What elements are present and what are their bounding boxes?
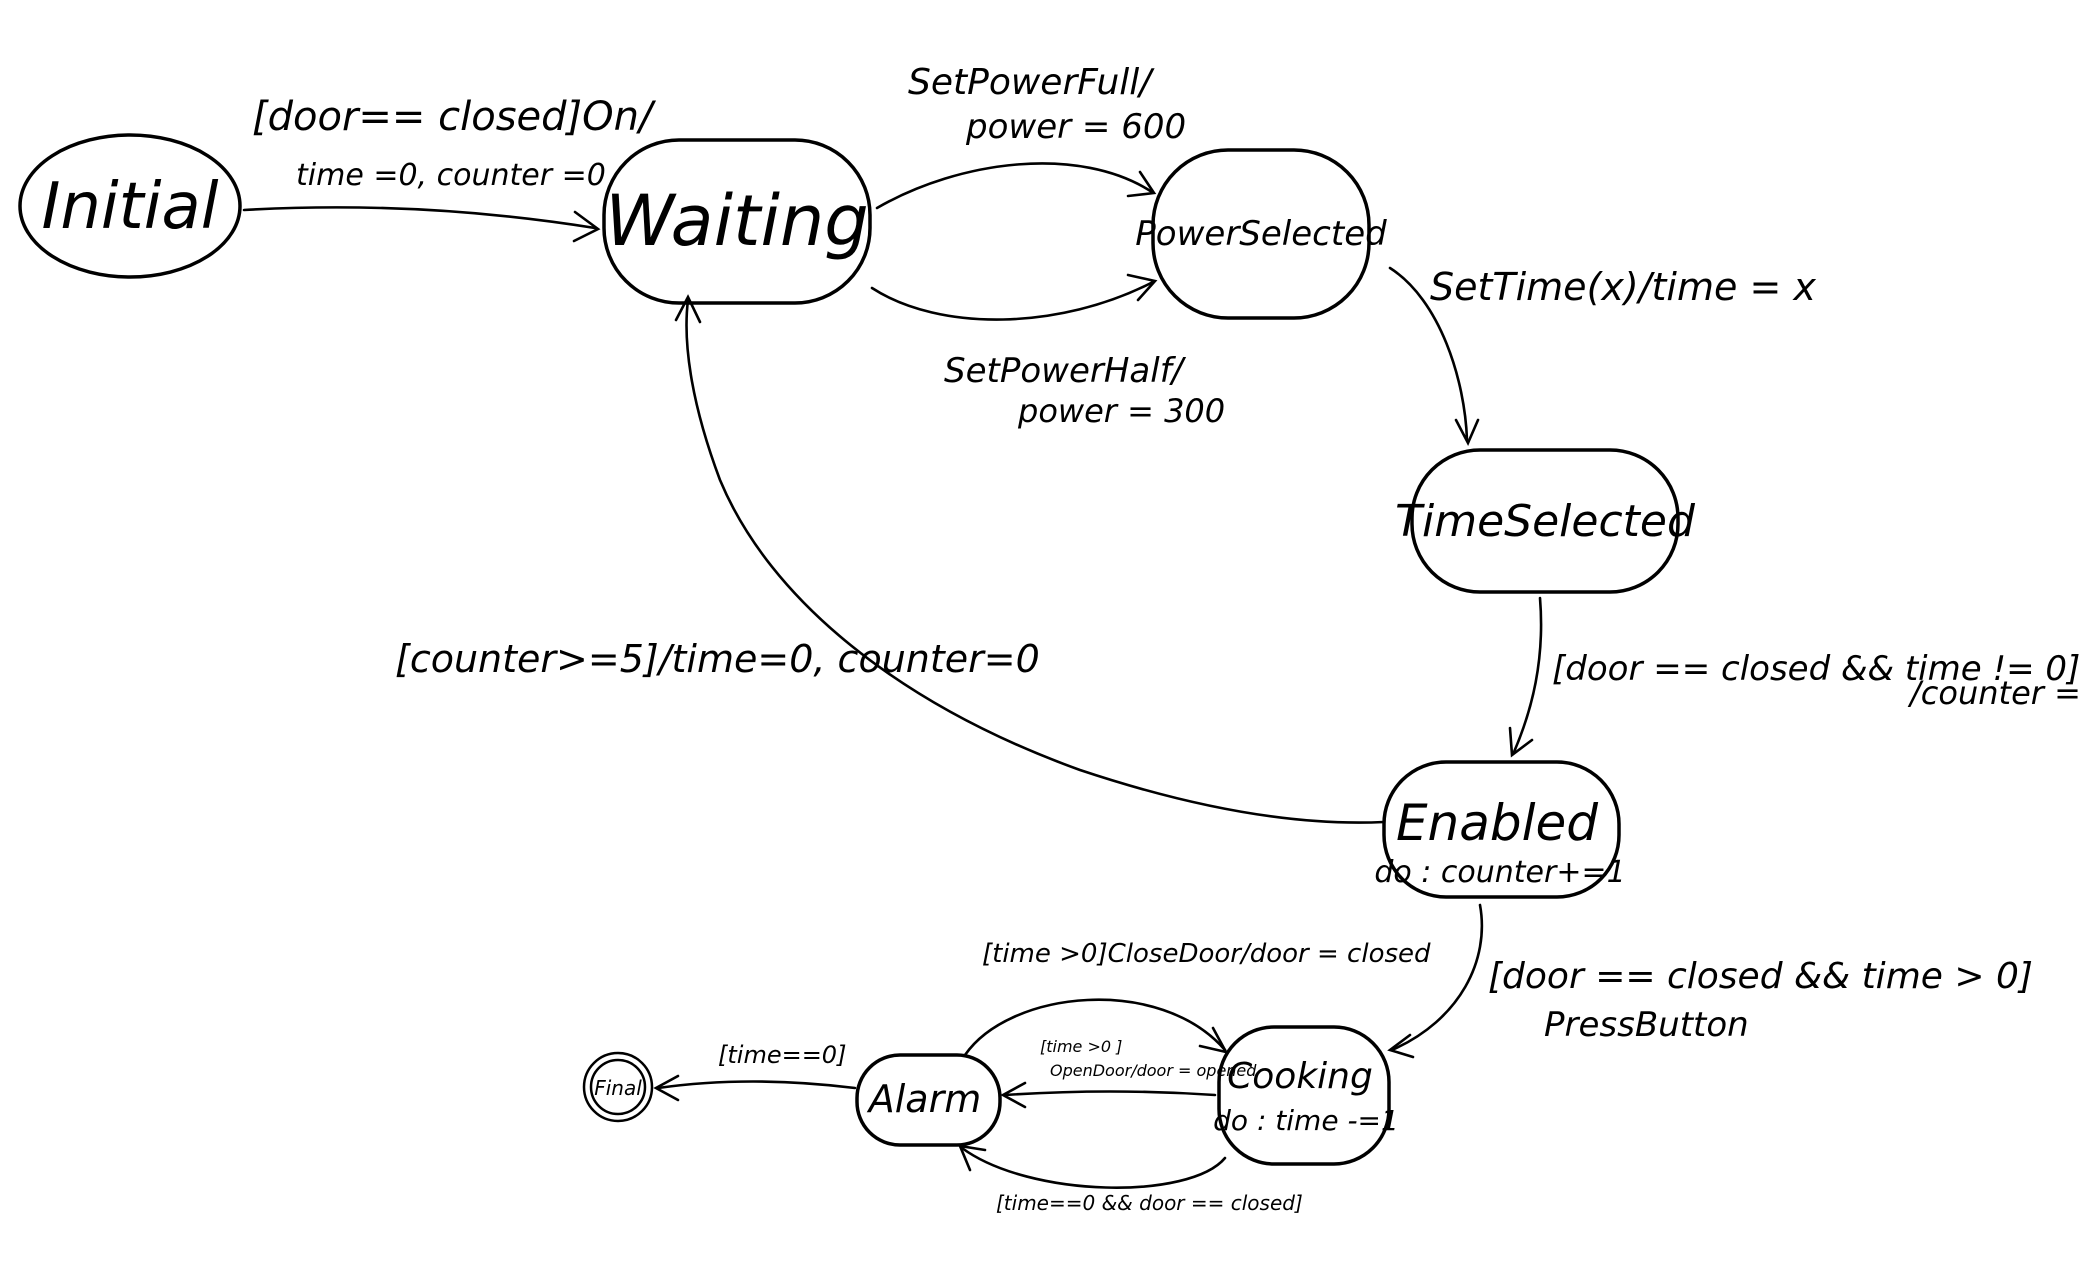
label-set-power-half-event: SetPowerHalf/: [944, 351, 1187, 391]
label-cooking-to-alarm-open-guard: [time >0 ]: [1040, 1037, 1122, 1056]
label-enabled-to-cooking-guard: [door == closed && time > 0]: [1488, 956, 2033, 997]
edge-set-power-half: [870, 280, 1155, 321]
state-final: Final: [582, 1051, 654, 1123]
state-cooking: Cooking do : time -=1: [1213, 1025, 1399, 1166]
state-enabled: Enabled do : counter+=1: [1374, 760, 1626, 899]
edge-time-to-enabled: [1512, 596, 1543, 754]
arrowhead-cooking-to-alarm-done: [957, 1144, 987, 1172]
label-set-power-full-event: SetPowerFull/: [908, 62, 1155, 103]
arrowhead-set-power-full: [1126, 170, 1157, 198]
state-alarm-label: Alarm: [866, 1077, 981, 1121]
arrowhead-time-to-enabled: [1508, 726, 1534, 758]
label-enabled-to-waiting: [counter>=5]/time=0, counter=0: [395, 637, 1040, 681]
arrowhead-set-time: [1454, 418, 1480, 447]
state-power-selected-label: PowerSelected: [1135, 214, 1387, 254]
state-initial-label: Initial: [41, 170, 218, 244]
edge-set-power-full: [875, 162, 1154, 210]
arrowhead-cooking-to-alarm-open: [1000, 1081, 1027, 1109]
arrowhead-set-power-half: [1126, 273, 1158, 302]
label-alarm-to-cooking: [time >0]CloseDoor/door = closed: [982, 939, 1431, 969]
state-enabled-do: do : counter+=1: [1374, 855, 1625, 890]
edge-alarm-to-cooking: [963, 998, 1227, 1057]
label-initial-to-waiting-action: time =0, counter =0: [296, 158, 606, 193]
state-enabled-label: Enabled: [1396, 794, 1598, 852]
arrowhead-initial-to-waiting: [572, 210, 601, 243]
edge-enabled-to-waiting: [685, 298, 1386, 824]
state-time-selected: TimeSelected: [1395, 448, 1696, 594]
edge-set-time: [1388, 266, 1469, 442]
edge-alarm-to-final: [656, 1080, 857, 1090]
label-enabled-to-cooking-event: PressButton: [1544, 1005, 1749, 1045]
state-waiting-label: Waiting: [605, 180, 868, 262]
arrowhead-alarm-to-cooking: [1198, 1026, 1229, 1054]
arrowhead-enabled-to-cooking: [1387, 1033, 1415, 1059]
state-cooking-label: Cooking: [1227, 1056, 1373, 1097]
label-time-to-enabled-guard: [door == closed && time != 0]: [1552, 649, 2080, 689]
edge-cooking-to-alarm-done: [960, 1146, 1227, 1189]
arrowhead-enabled-to-waiting: [674, 294, 702, 324]
edge-enabled-to-cooking: [1390, 903, 1484, 1052]
state-time-selected-label: TimeSelected: [1395, 496, 1696, 547]
state-alarm: Alarm: [855, 1053, 1002, 1147]
label-cooking-to-alarm-done: [time==0 && door == closed]: [996, 1191, 1303, 1215]
label-initial-to-waiting-guard: [door== closed]On/: [252, 94, 657, 140]
state-power-selected: PowerSelected: [1135, 148, 1387, 320]
state-cooking-do: do : time -=1: [1213, 1104, 1399, 1137]
edge-initial-to-waiting: [242, 206, 597, 230]
label-alarm-to-final: [time==0]: [718, 1041, 846, 1069]
state-initial: Initial: [18, 133, 242, 279]
state-final-label: Final: [594, 1076, 642, 1100]
label-cooking-to-alarm-open-action: OpenDoor/door = opened: [1050, 1061, 1257, 1080]
label-time-to-enabled-action: /counter = 0: [1907, 674, 2089, 712]
arrowhead-alarm-to-final: [653, 1074, 680, 1102]
label-set-time: SetTime(x)/time = x: [1430, 265, 1816, 309]
state-waiting: Waiting: [602, 138, 872, 305]
label-set-power-full-action: power = 600: [965, 107, 1186, 147]
label-set-power-half-action: power = 300: [1017, 392, 1225, 430]
edge-cooking-to-alarm-open: [1003, 1090, 1217, 1097]
